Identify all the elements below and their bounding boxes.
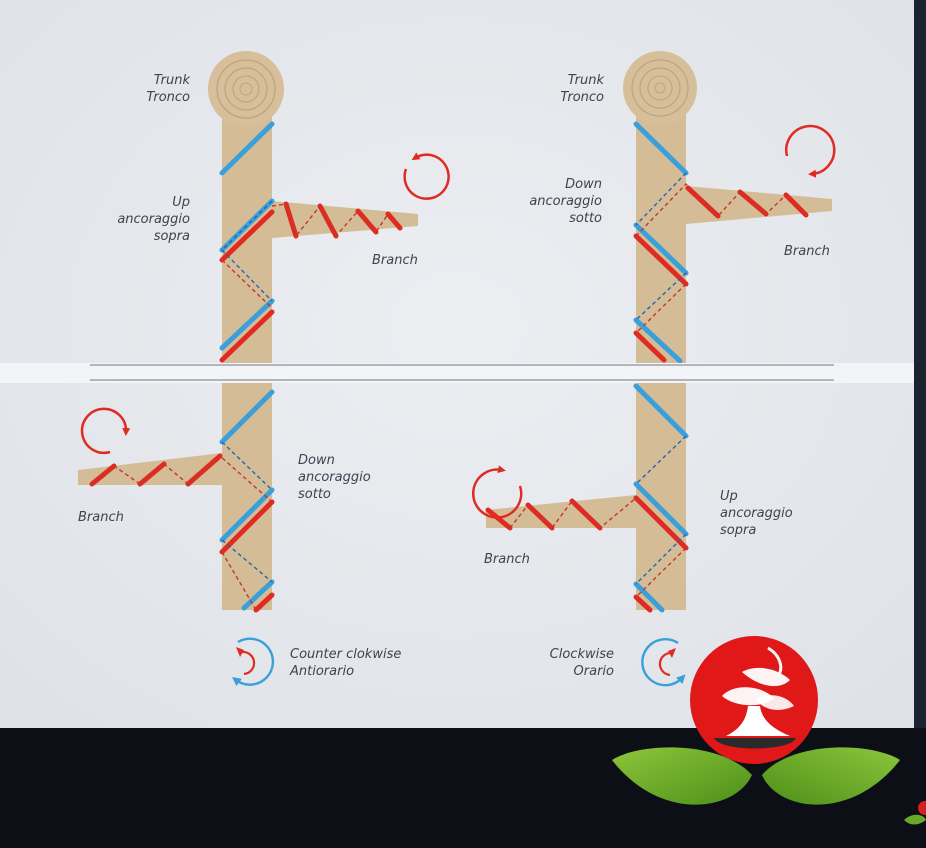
- hidden-wire: [91, 441, 273, 611]
- anchor-label: Down ancoraggio sotto: [298, 453, 371, 502]
- bottom-right-diagram: [472, 383, 689, 613]
- branch-label: Branch: [78, 510, 124, 525]
- branch-label: Branch: [372, 253, 418, 268]
- hidden-wire: [221, 200, 389, 309]
- hidden-wire: [635, 172, 787, 334]
- blue-wire: [633, 383, 689, 613]
- trunk-label: Trunk Tronco: [560, 73, 604, 105]
- anchor-label: Down ancoraggio sotto: [529, 177, 602, 226]
- bottom-left-diagram: [78, 383, 275, 613]
- rotation-arrow: [403, 152, 450, 200]
- trunk: [636, 383, 686, 610]
- bonsai-logo: [612, 636, 926, 825]
- top-right-diagram: [623, 51, 836, 364]
- rotation-arrow: [80, 407, 131, 455]
- counter-clockwise-label: Counter clokwise Antiorario: [290, 647, 402, 679]
- blue-wire: [633, 121, 689, 364]
- trunk-cross-section: [623, 51, 697, 125]
- branch: [272, 201, 418, 238]
- trunk-cross-section: [208, 51, 284, 127]
- clockwise-icon: [641, 638, 686, 687]
- trunk-label: Trunk Tronco: [146, 73, 190, 105]
- rotation-arrow: [785, 124, 836, 178]
- branch-label: Branch: [784, 244, 830, 259]
- counter-clockwise-icon: [232, 637, 275, 687]
- rotation-arrow: [472, 465, 523, 519]
- anchor-label: Up ancoraggio sopra: [117, 195, 190, 244]
- branch-label: Branch: [484, 552, 530, 567]
- branch: [78, 453, 222, 485]
- anchor-label: Up ancoraggio sopra: [720, 489, 793, 538]
- blue-wire: [219, 389, 275, 611]
- hidden-wire: [509, 435, 687, 598]
- top-left-diagram: [208, 51, 450, 363]
- branch: [486, 495, 636, 528]
- clockwise-label: Clockwise Orario: [549, 647, 614, 679]
